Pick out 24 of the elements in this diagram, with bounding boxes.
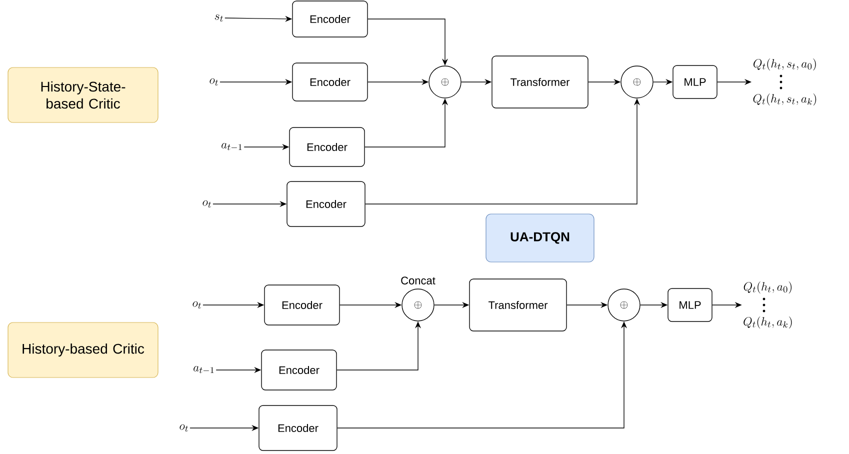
beside-label: Concat [401, 276, 436, 284]
input-label: $o_t$ [210, 78, 218, 86]
input-label: $o_t$ [180, 424, 188, 432]
encoder-box: Encoder [258, 405, 338, 451]
output-label: $Q_t(h_t, a_0)$ $Q_t(h_t, a_k)$ [744, 282, 792, 328]
output-label: $Q_t(h_t, s_t, a_0)$ $Q_t(h_t, s_t, a_k)$ [753, 58, 816, 106]
critic-label-box: History-State-based Critic [8, 67, 158, 123]
critic-label-box: History-based Critic [8, 322, 158, 378]
encoder-box: Encoder [292, 0, 368, 38]
transformer-box: Transformer [492, 56, 588, 108]
encoder-box: Encoder [286, 181, 366, 227]
encoder-box: Encoder [261, 350, 337, 390]
input-label: $o_t$ [202, 200, 211, 208]
encoder-box: Encoder [264, 284, 340, 326]
mlp-box: MLP [672, 65, 718, 99]
input-label: $a_{t-1}$ [222, 142, 242, 150]
encoder-box: Encoder [292, 62, 368, 102]
encoder-box: Encoder [289, 127, 365, 167]
input-label: $a_{t-1}$ [194, 366, 214, 374]
transformer-box: Transformer [469, 278, 567, 332]
input-label: $s_t$ [214, 14, 223, 22]
input-label: $o_t$ [192, 301, 201, 309]
model-label-box: UA-DTQN [486, 214, 594, 262]
mlp-box: MLP [668, 288, 712, 322]
